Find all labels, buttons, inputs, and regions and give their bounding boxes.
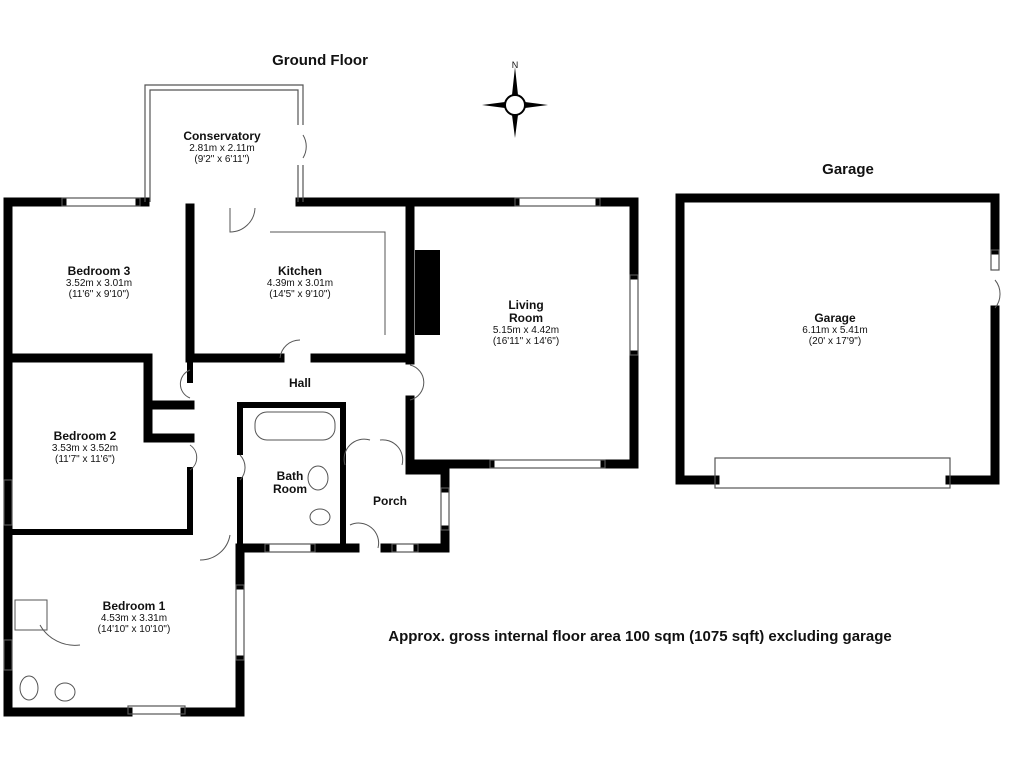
room-imperial: (11'7" x 11'6") <box>54 454 116 466</box>
walls <box>3 193 1000 717</box>
room-imperial: (14'10" x 10'10") <box>97 624 171 636</box>
fireplace <box>415 250 440 335</box>
floor-area-note: Approx. gross internal floor area 100 sq… <box>388 628 892 645</box>
room-metric: 4.53m x 3.31m <box>100 613 168 625</box>
room-porch: Porch <box>372 494 408 508</box>
room-metric: 4.39m x 3.01m <box>266 278 334 290</box>
compass-north-label: N <box>511 60 519 70</box>
garage-title: Garage <box>822 161 874 178</box>
room-imperial: (16'11" x 14'6") <box>492 336 560 348</box>
room-name: Room <box>508 311 543 326</box>
doors <box>14 134 1001 702</box>
room-name: Bedroom 1 <box>102 599 166 613</box>
room-name: Bath <box>276 469 304 483</box>
ground-floor-title: Ground Floor <box>272 52 368 69</box>
room-name: Bedroom 2 <box>53 429 117 443</box>
room-hall: Hall <box>288 376 312 390</box>
room-imperial: (11'6" x 9'10") <box>68 289 130 301</box>
room-metric: 3.52m x 3.01m <box>65 278 133 290</box>
room-name: Bedroom 3 <box>67 264 131 278</box>
room-name: Kitchen <box>277 264 322 278</box>
room-metric: 6.11m x 5.41m <box>802 325 868 337</box>
room-imperial: (20' x 17'9") <box>808 336 862 348</box>
room-imperial: (9'2" x 6'11") <box>194 154 250 166</box>
room-imperial: (14'5" x 9'10") <box>269 289 331 301</box>
windows <box>3 84 1000 715</box>
room-name: Room <box>273 482 307 497</box>
room-metric: 2.81m x 2.11m <box>189 143 255 155</box>
room-name: Conservatory <box>183 129 261 143</box>
compass-icon <box>482 67 548 138</box>
room-metric: 5.15m x 4.42m <box>492 325 560 337</box>
room-name: Living <box>508 298 544 312</box>
room-metric: 3.53m x 3.52m <box>51 443 119 455</box>
room-name: Garage <box>814 311 856 325</box>
